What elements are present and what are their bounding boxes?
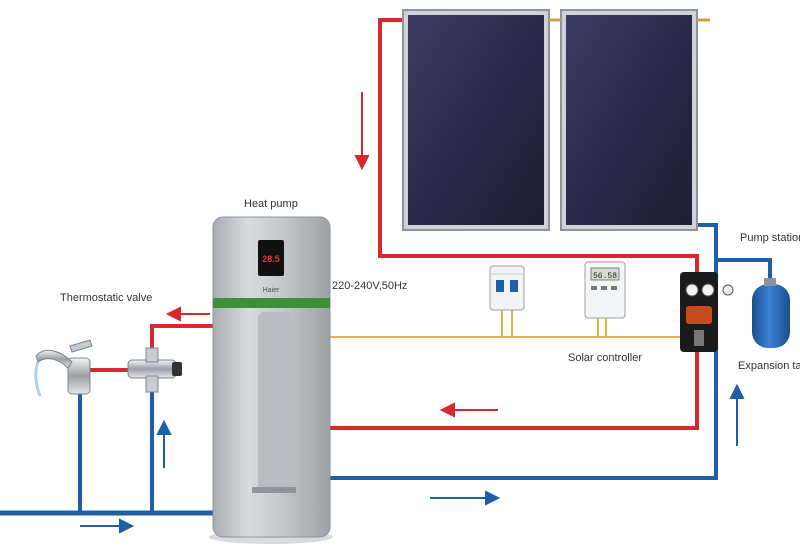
hot-water-pipes	[88, 18, 699, 430]
solar-panel-icon	[402, 9, 710, 231]
heat-pump-label: Heat pump	[244, 198, 298, 210]
pump-station-icon	[680, 272, 734, 352]
heat-pump-reading: 28.5	[262, 254, 280, 264]
thermostatic-valve-label: Thermostatic valve	[60, 292, 153, 304]
heat-pump-brand: Haier	[263, 287, 280, 294]
flow-arrow-icon	[80, 92, 745, 534]
pump-station-label: Pump station	[740, 232, 800, 244]
circuit-breaker-icon	[489, 265, 525, 311]
solar-controller-label: Solar controller	[568, 352, 642, 364]
valve-icon	[127, 347, 182, 393]
heat-pump-display	[258, 240, 284, 276]
power-supply-label: 220-240V,50Hz	[332, 280, 408, 292]
expansion-tank-icon	[752, 278, 790, 348]
controller-reading: 56.58	[593, 272, 617, 281]
faucet-icon	[34, 339, 93, 397]
controller-icon: 56.58	[584, 261, 626, 319]
power-wires	[330, 308, 688, 338]
expansion-tank-label: Expansion tank	[738, 360, 800, 372]
cold-water-pipes	[0, 223, 772, 516]
heat-pump-unit: 28.5 Haier	[209, 216, 333, 544]
